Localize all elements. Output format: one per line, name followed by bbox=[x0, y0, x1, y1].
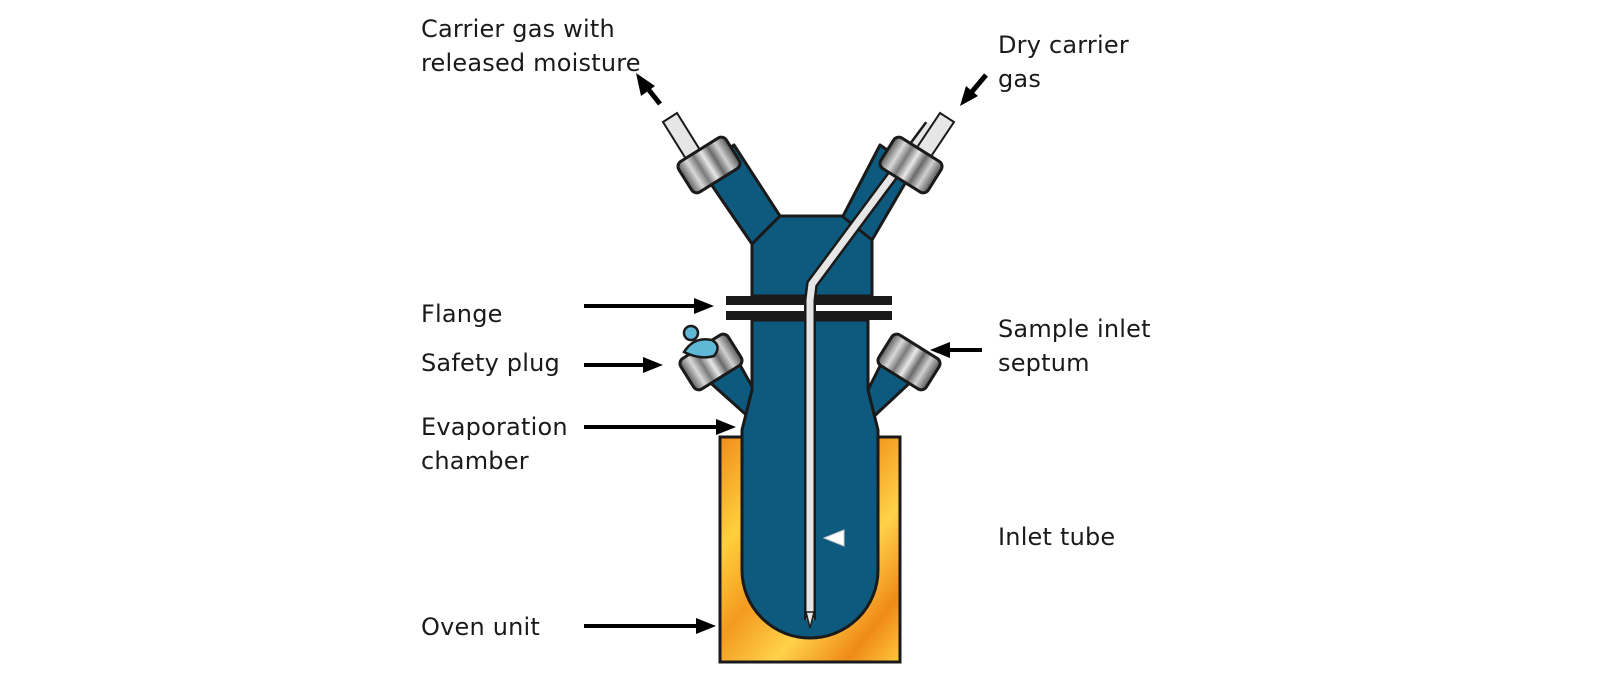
safety-plug bbox=[682, 324, 719, 359]
cap-upper-right bbox=[878, 135, 944, 195]
label-sample-inlet-septum: Sample inlet septum bbox=[998, 315, 1151, 377]
septum-cap bbox=[876, 332, 942, 392]
arrow-inlet-tube bbox=[822, 529, 982, 547]
label-dry-carrier-gas: Dry carrier gas bbox=[998, 31, 1129, 93]
label-safety-plug: Safety plug bbox=[421, 349, 560, 377]
inlet-tube-fill bbox=[806, 122, 933, 620]
label-flange: Flange bbox=[421, 300, 503, 328]
arrow-safety-plug bbox=[584, 357, 663, 373]
inlet-tube-tip bbox=[805, 611, 815, 629]
label-evaporation-chamber: Evaporation chamber bbox=[421, 413, 568, 475]
arrow-flange bbox=[584, 298, 714, 314]
arrow-sample-inlet bbox=[930, 342, 982, 358]
arrow-oven bbox=[584, 618, 716, 634]
cap-upper-left bbox=[676, 135, 742, 195]
arrow-outlet bbox=[636, 73, 662, 106]
arrow-evaporation bbox=[584, 419, 736, 435]
arrow-dry-gas bbox=[960, 73, 988, 106]
label-oven-unit: Oven unit bbox=[421, 613, 540, 641]
label-carrier-gas-out: Carrier gas with released moisture bbox=[421, 15, 641, 77]
label-inlet-tube: Inlet tube bbox=[998, 523, 1116, 551]
